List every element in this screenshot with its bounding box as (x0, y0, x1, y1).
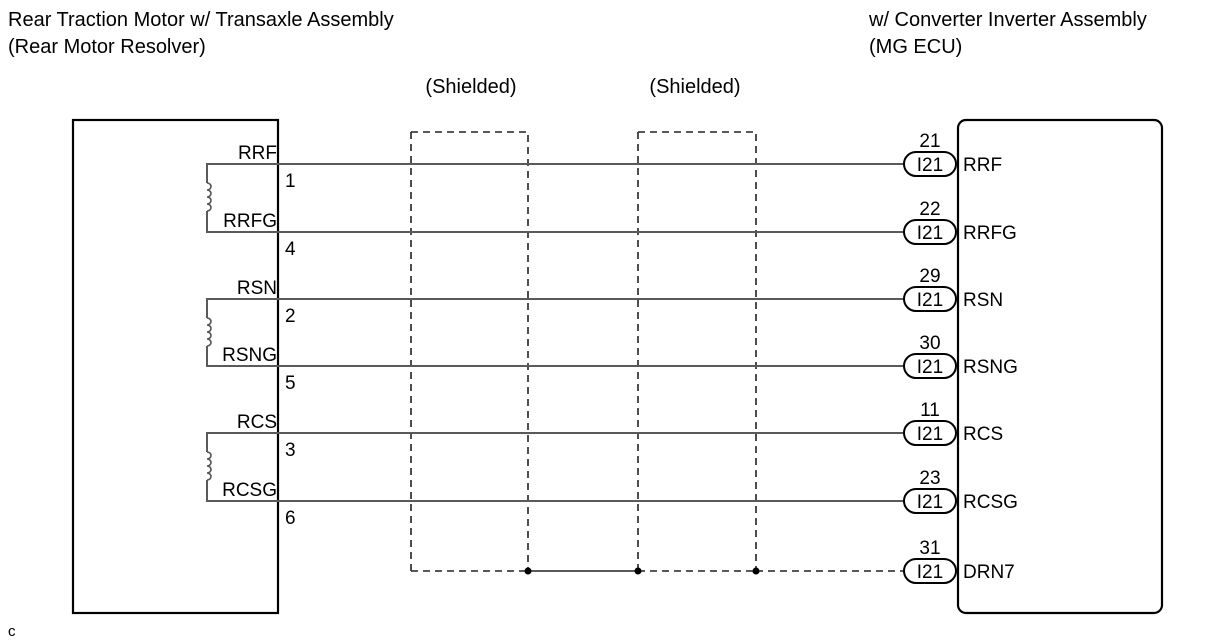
shield-label-1: (Shielded) (425, 76, 516, 98)
connector-code: I21 (917, 424, 943, 445)
right-component-title: w/ Converter Inverter Assembly (868, 9, 1147, 31)
drain-junction-dot-1 (524, 567, 532, 575)
left-pin-rsn: 2 (285, 306, 296, 327)
ecu-signal-rcs: RCS (963, 424, 1003, 445)
left-signal-rrfg: RRFG (223, 211, 277, 232)
ecu-signal-rsn: RSN (963, 290, 1003, 311)
connector-i21-rsn: I21 (903, 286, 957, 312)
connector-i21-rcs: I21 (903, 420, 957, 446)
drain-junction-dot-2 (634, 567, 642, 575)
coil-excitation (206, 163, 278, 233)
connector-i21-rsng: I21 (903, 353, 957, 379)
ecu-pin-rcs: 11 (920, 400, 940, 421)
ecu-pin-rrfg: 22 (919, 199, 940, 220)
shield-label-2: (Shielded) (649, 76, 740, 98)
footer-mark: c (8, 623, 16, 640)
ecu-signal-rrf: RRF (963, 155, 1002, 176)
left-signal-rcsg: RCSG (222, 480, 277, 501)
connector-code: I21 (917, 562, 943, 583)
coil-sine (206, 298, 278, 367)
left-component-subtitle: (Rear Motor Resolver) (8, 36, 206, 58)
connector-code: I21 (917, 155, 943, 176)
left-pin-rrfg: 4 (285, 239, 296, 260)
left-signal-rsng: RSNG (222, 345, 277, 366)
ecu-signal-rrfg: RRFG (963, 223, 1017, 244)
right-component-subtitle: (MG ECU) (869, 36, 962, 58)
connector-code: I21 (917, 290, 943, 311)
connector-i21-rcsg: I21 (903, 488, 957, 514)
connector-code: I21 (917, 492, 943, 513)
left-component-title: Rear Traction Motor w/ Transaxle Assembl… (8, 9, 394, 31)
ecu-pin-rcsg: 23 (919, 468, 940, 489)
left-pin-rsng: 5 (285, 373, 296, 394)
connector-i21-drn7: I21 (903, 558, 957, 584)
ecu-pin-rrf: 21 (919, 131, 940, 152)
ecu-signal-drn7: DRN7 (963, 562, 1015, 583)
drain-junction-dot-3 (752, 567, 760, 575)
connector-i21-rrfg: I21 (903, 219, 957, 245)
ecu-signal-rsng: RSNG (963, 357, 1018, 378)
shield-1-outline (411, 131, 529, 571)
left-pin-rrf: 1 (285, 171, 296, 192)
left-pin-rcs: 3 (285, 440, 296, 461)
connector-i21-rrf: I21 (903, 151, 957, 177)
left-pin-rcsg: 6 (285, 508, 296, 529)
coil-cosine (206, 432, 278, 502)
ecu-pin-rsng: 30 (919, 333, 940, 354)
left-signal-rcs: RCS (237, 412, 277, 433)
shield-2-outline (638, 131, 757, 571)
left-signal-rrf: RRF (238, 143, 277, 164)
ecu-pin-drn7: 31 (919, 538, 940, 559)
left-signal-rsn: RSN (237, 278, 277, 299)
mg-ecu-box (956, 118, 1164, 615)
ecu-pin-rsn: 29 (919, 266, 940, 287)
ecu-signal-rcsg: RCSG (963, 492, 1018, 513)
connector-code: I21 (917, 357, 943, 378)
connector-code: I21 (917, 223, 943, 244)
